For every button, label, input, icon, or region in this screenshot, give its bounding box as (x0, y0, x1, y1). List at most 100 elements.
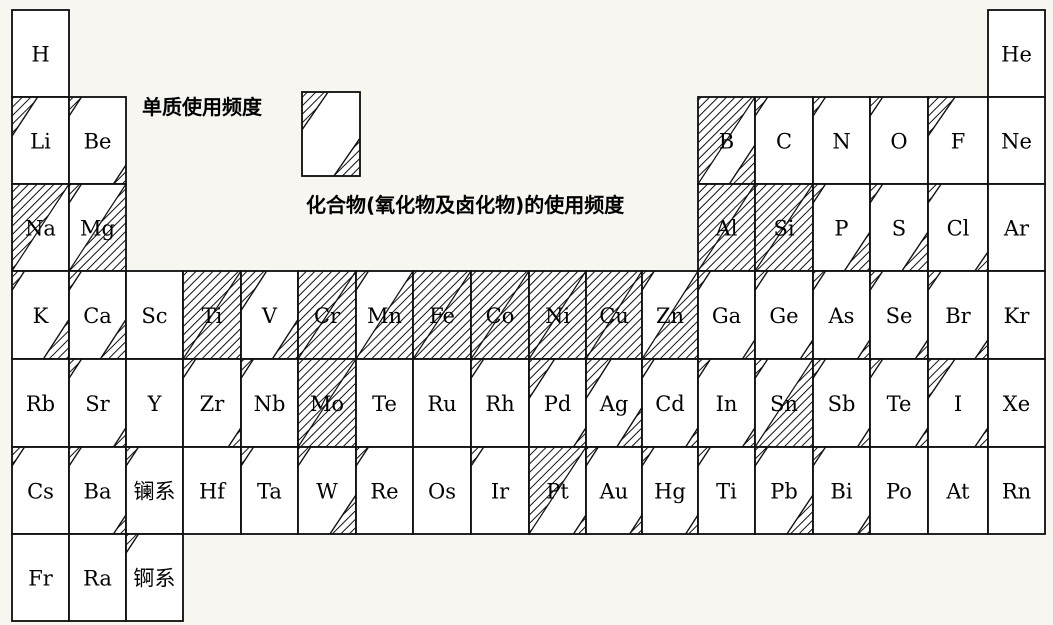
element-cell: Na (11, 183, 70, 272)
element-symbol: Xe (1003, 392, 1030, 416)
element-cell: Zr (182, 358, 242, 448)
element-cell: Ni (528, 270, 587, 360)
element-cell: Ag (585, 358, 643, 448)
element-cell: Al (697, 183, 756, 272)
legend-element-label: 单质使用频度 (142, 95, 263, 119)
element-symbol: Ne (1001, 130, 1032, 154)
element-cell: Xe (987, 358, 1046, 448)
element-cell: Ca (68, 270, 127, 360)
element-symbol: Ti (202, 304, 223, 328)
element-cell: Mg (68, 183, 127, 272)
element-cell: Sr (68, 358, 127, 448)
element-symbol: Cd (655, 392, 685, 416)
element-cell: V (240, 270, 299, 360)
legend-compound-label: 化合物(氧化物及卤化物)的使用频度 (306, 193, 625, 217)
element-cell: F (927, 96, 989, 185)
element-cell: As (812, 270, 871, 360)
element-cell: Re (355, 446, 414, 535)
element-symbol: Ar (1003, 217, 1030, 241)
element-symbol: Se (886, 304, 913, 328)
element-cell: Nb (240, 358, 299, 448)
element-symbol: Bi (830, 480, 852, 504)
element-cell: S (869, 183, 929, 272)
element-cell: Ta (240, 446, 299, 535)
element-cell: Te (355, 358, 414, 448)
element-cell: Ir (470, 446, 530, 535)
element-symbol: Sc (141, 304, 167, 328)
element-symbol: P (834, 217, 848, 241)
element-symbol: O (890, 130, 907, 154)
element-symbol: W (316, 480, 338, 504)
element-cell: Mn (355, 270, 414, 360)
element-cell: H (11, 9, 70, 98)
element-cell: Ge (754, 270, 814, 360)
element-symbol: Na (25, 217, 56, 241)
element-symbol: Rn (1002, 480, 1031, 504)
element-cell: Cd (641, 358, 699, 448)
element-symbol: V (261, 304, 278, 328)
element-symbol: Zr (200, 392, 226, 416)
element-symbol: Ag (599, 392, 629, 416)
element-cell: Sc (125, 270, 184, 360)
element-cell: Be (68, 96, 127, 185)
legend-sample-box (301, 91, 361, 177)
element-symbol: 锕系 (134, 567, 176, 591)
element-symbol: Te (372, 392, 397, 416)
element-symbol: Ca (83, 304, 112, 328)
element-symbol: Sn (770, 392, 798, 416)
element-cell: Cu (585, 270, 643, 360)
element-symbol: Te (887, 392, 912, 416)
element-symbol: Mo (310, 392, 344, 416)
element-cell: Cs (11, 446, 70, 535)
element-symbol: Be (84, 130, 112, 154)
element-symbol: C (776, 130, 792, 154)
element-cell: Cr (297, 270, 357, 360)
element-symbol: Cs (27, 480, 54, 504)
element-symbol: Rb (26, 392, 55, 416)
element-symbol: Po (886, 480, 912, 504)
element-symbol: Mg (80, 217, 115, 241)
element-cell: Rn (987, 446, 1046, 535)
element-cell: Bi (812, 446, 871, 535)
element-symbol: Br (945, 304, 971, 328)
element-symbol: Li (30, 130, 51, 154)
element-symbol: Sb (828, 392, 856, 416)
element-cell: Kr (987, 270, 1046, 360)
element-cell: P (812, 183, 871, 272)
element-symbol: Co (486, 304, 515, 328)
element-cell: Pb (754, 446, 814, 535)
element-symbol: Ru (427, 392, 456, 416)
element-cell: Ba (68, 446, 127, 535)
element-cell: Fe (412, 270, 472, 360)
element-symbol: Ti (716, 480, 737, 504)
element-symbol: Y (147, 392, 163, 416)
element-symbol: 镧系 (134, 480, 176, 504)
element-cell: 镧系 (125, 446, 184, 535)
element-symbol: Au (599, 480, 629, 504)
element-symbol: H (31, 43, 49, 67)
element-symbol: Zn (656, 304, 684, 328)
element-cell: Br (927, 270, 989, 360)
element-symbol: K (33, 304, 49, 328)
element-symbol: Ra (83, 567, 112, 591)
element-symbol: Ge (769, 304, 798, 328)
element-symbol: Hf (199, 480, 227, 504)
element-cell: Po (869, 446, 929, 535)
element-symbol: Re (370, 480, 398, 504)
element-cell: Y (125, 358, 184, 448)
element-cell: Se (869, 270, 929, 360)
element-symbol: Nb (254, 392, 286, 416)
element-cell: I (927, 358, 989, 448)
element-cell: Cl (927, 183, 989, 272)
element-symbol: Al (715, 217, 738, 241)
element-symbol: Pd (544, 392, 572, 416)
element-symbol: Pb (770, 480, 798, 504)
element-cell: Rb (11, 358, 70, 448)
element-cell: Sn (754, 358, 814, 448)
element-symbol: F (951, 130, 966, 154)
element-symbol: Fr (28, 567, 54, 591)
element-cell: W (297, 446, 357, 535)
element-cell: Zn (641, 270, 699, 360)
element-cell: Os (412, 446, 472, 535)
